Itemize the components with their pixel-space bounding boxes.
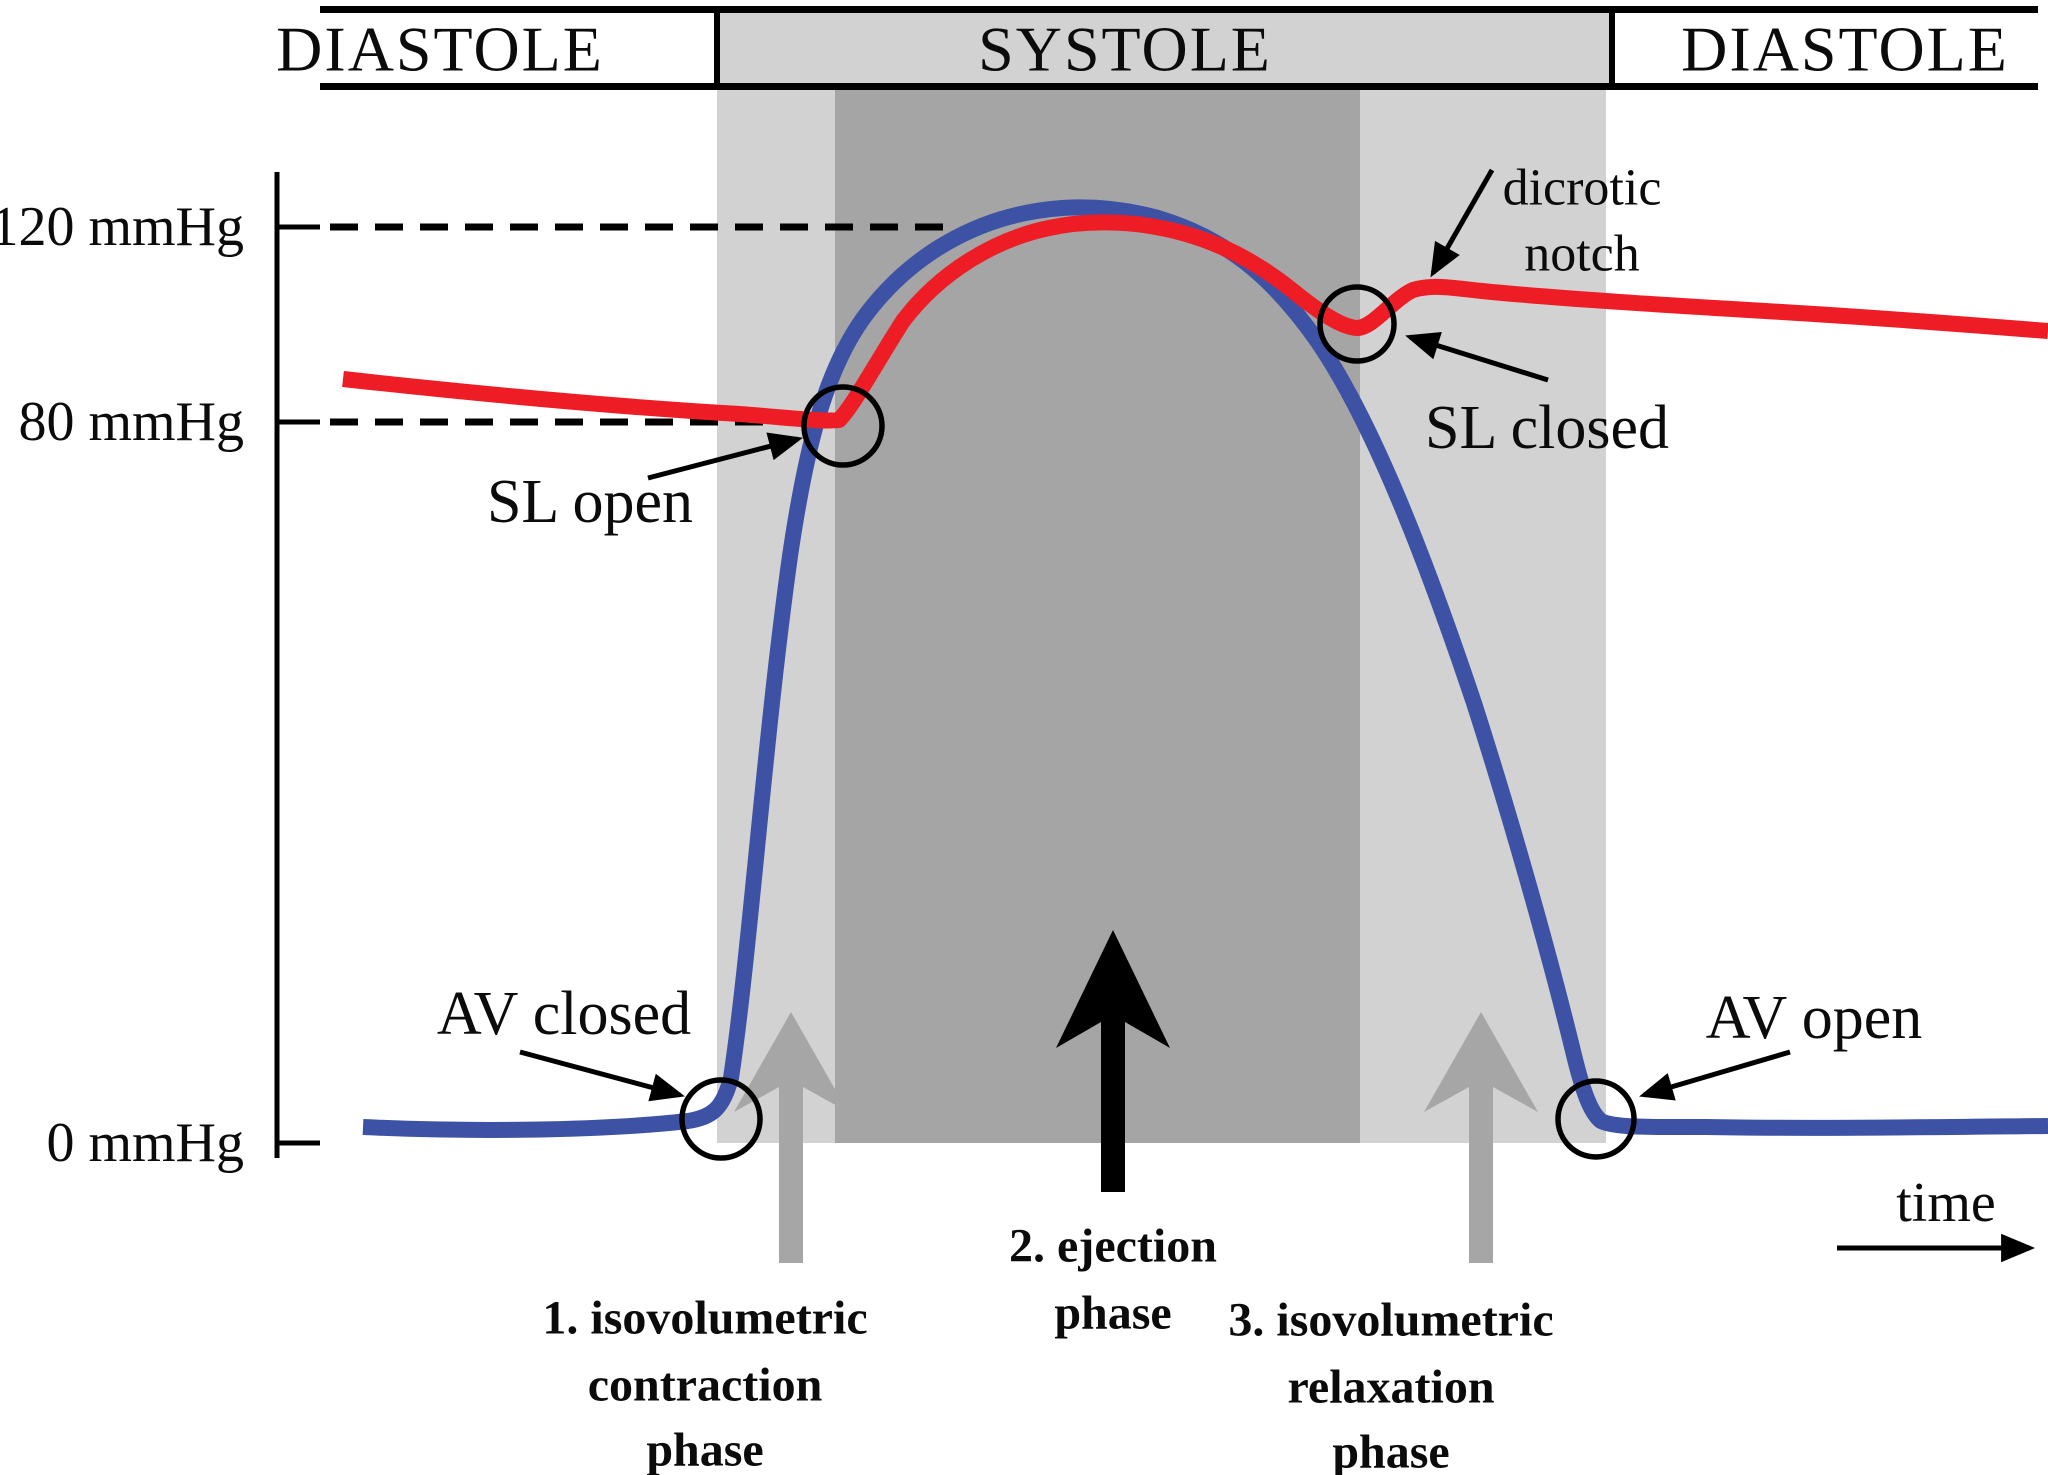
dicrotic-notch-label-line2: notch xyxy=(1524,226,1640,283)
sl-open-arrow-icon xyxy=(647,432,803,481)
diastole-left-label: DIASTOLE xyxy=(276,14,604,85)
header-top-rule xyxy=(320,6,2038,13)
sl-closed-marker xyxy=(1317,284,1397,364)
contraction-phase-arrow-icon xyxy=(734,1012,848,1263)
av-closed-arrow-icon xyxy=(519,1049,685,1102)
phase3-label-line1: 3. isovolumetric xyxy=(1228,1294,1553,1347)
av-open-label: AV open xyxy=(1706,984,1922,1052)
av-open-arrow-icon xyxy=(1639,1049,1791,1101)
header-bottom-rule xyxy=(320,83,2038,90)
dicrotic-notch-arrow-icon xyxy=(1430,168,1495,278)
axis-label-120: 120 mmHg xyxy=(0,196,244,258)
phase1-label-line3: phase xyxy=(646,1424,763,1475)
phase2-label-line2: phase xyxy=(1054,1287,1171,1340)
axis-label-80: 80 mmHg xyxy=(18,391,244,453)
sl-open-marker xyxy=(801,384,885,468)
av-closed-label: AV closed xyxy=(437,980,691,1048)
diastole-right-label: DIASTOLE xyxy=(1681,14,2009,85)
time-label: time xyxy=(1896,1172,1996,1234)
sl-closed-arrow-icon xyxy=(1405,331,1549,383)
phase3-label-line2: relaxation xyxy=(1287,1361,1494,1414)
axis-label-0: 0 mmHg xyxy=(46,1112,244,1174)
sl-open-label: SL open xyxy=(487,468,693,536)
relaxation-phase-arrow-icon xyxy=(1424,1012,1538,1263)
dicrotic-notch-label-line1: dicrotic xyxy=(1503,160,1662,217)
header-divider-left xyxy=(714,6,720,90)
sl-closed-label: SL closed xyxy=(1425,394,1669,462)
isovolumetric-relaxation-band xyxy=(1360,90,1606,1143)
phase1-label-line2: contraction xyxy=(588,1359,823,1412)
ejection-phase-arrow-icon xyxy=(1056,930,1170,1192)
phase2-label-line1: 2. ejection xyxy=(1009,1220,1217,1273)
av-open-marker xyxy=(1555,1078,1637,1160)
ventricular-pressure-curve xyxy=(362,199,2048,1138)
header-divider-right xyxy=(1609,6,1615,90)
systole-header-band xyxy=(717,13,1612,86)
phase1-label-line1: 1. isovolumetric xyxy=(542,1292,867,1345)
phase3-label-line3: phase xyxy=(1332,1426,1449,1475)
aortic-pressure-curve xyxy=(342,214,2048,429)
systole-label: SYSTOLE xyxy=(978,14,1272,85)
av-closed-marker xyxy=(679,1077,763,1161)
